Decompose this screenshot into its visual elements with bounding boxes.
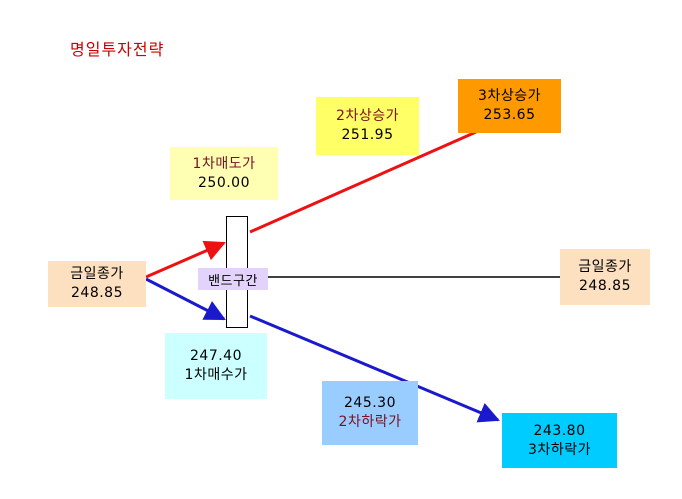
up-line-long	[249, 130, 477, 234]
second-rise-label: 2차상승가	[336, 108, 399, 124]
down-arrow-short	[145, 277, 226, 321]
first-buy-box: 247.40 1차매수가	[165, 333, 267, 399]
prev-close-left-box: 금일종가 248.85	[48, 261, 146, 307]
prev-close-right-box: 금일종가 248.85	[560, 249, 650, 305]
band-label: 밴드구간	[198, 268, 268, 290]
third-rise-label: 3차상승가	[478, 88, 541, 104]
first-sell-value: 250.00	[198, 174, 250, 191]
third-rise-value: 253.65	[483, 107, 536, 123]
second-rise-value: 251.95	[341, 127, 394, 143]
down-arrow-long	[249, 314, 500, 423]
first-buy-value: 247.40	[190, 348, 242, 364]
first-buy-label: 1차매수가	[184, 367, 248, 383]
diagram-title: 명일투자전략	[70, 40, 165, 59]
third-fall-box: 243.80 3차하락가	[502, 413, 617, 468]
second-fall-label: 2차하락가	[338, 414, 402, 430]
third-fall-value: 243.80	[533, 422, 586, 439]
third-fall-label: 3차하락가	[528, 441, 591, 458]
first-sell-box: 1차매도가 250.00	[170, 147, 278, 200]
first-sell-label: 1차매도가	[192, 155, 256, 172]
second-fall-value: 245.30	[344, 395, 396, 411]
prev-close-left-value: 248.85	[71, 285, 123, 301]
second-fall-box: 245.30 2차하락가	[322, 381, 418, 445]
up-arrow-short	[145, 240, 226, 279]
second-rise-box: 2차상승가 251.95	[316, 97, 419, 155]
prev-close-left-label: 금일종가	[70, 266, 124, 282]
prev-close-right-value: 248.85	[579, 278, 631, 294]
prev-close-right-label: 금일종가	[578, 259, 632, 275]
third-rise-box: 3차상승가 253.65	[458, 79, 561, 133]
